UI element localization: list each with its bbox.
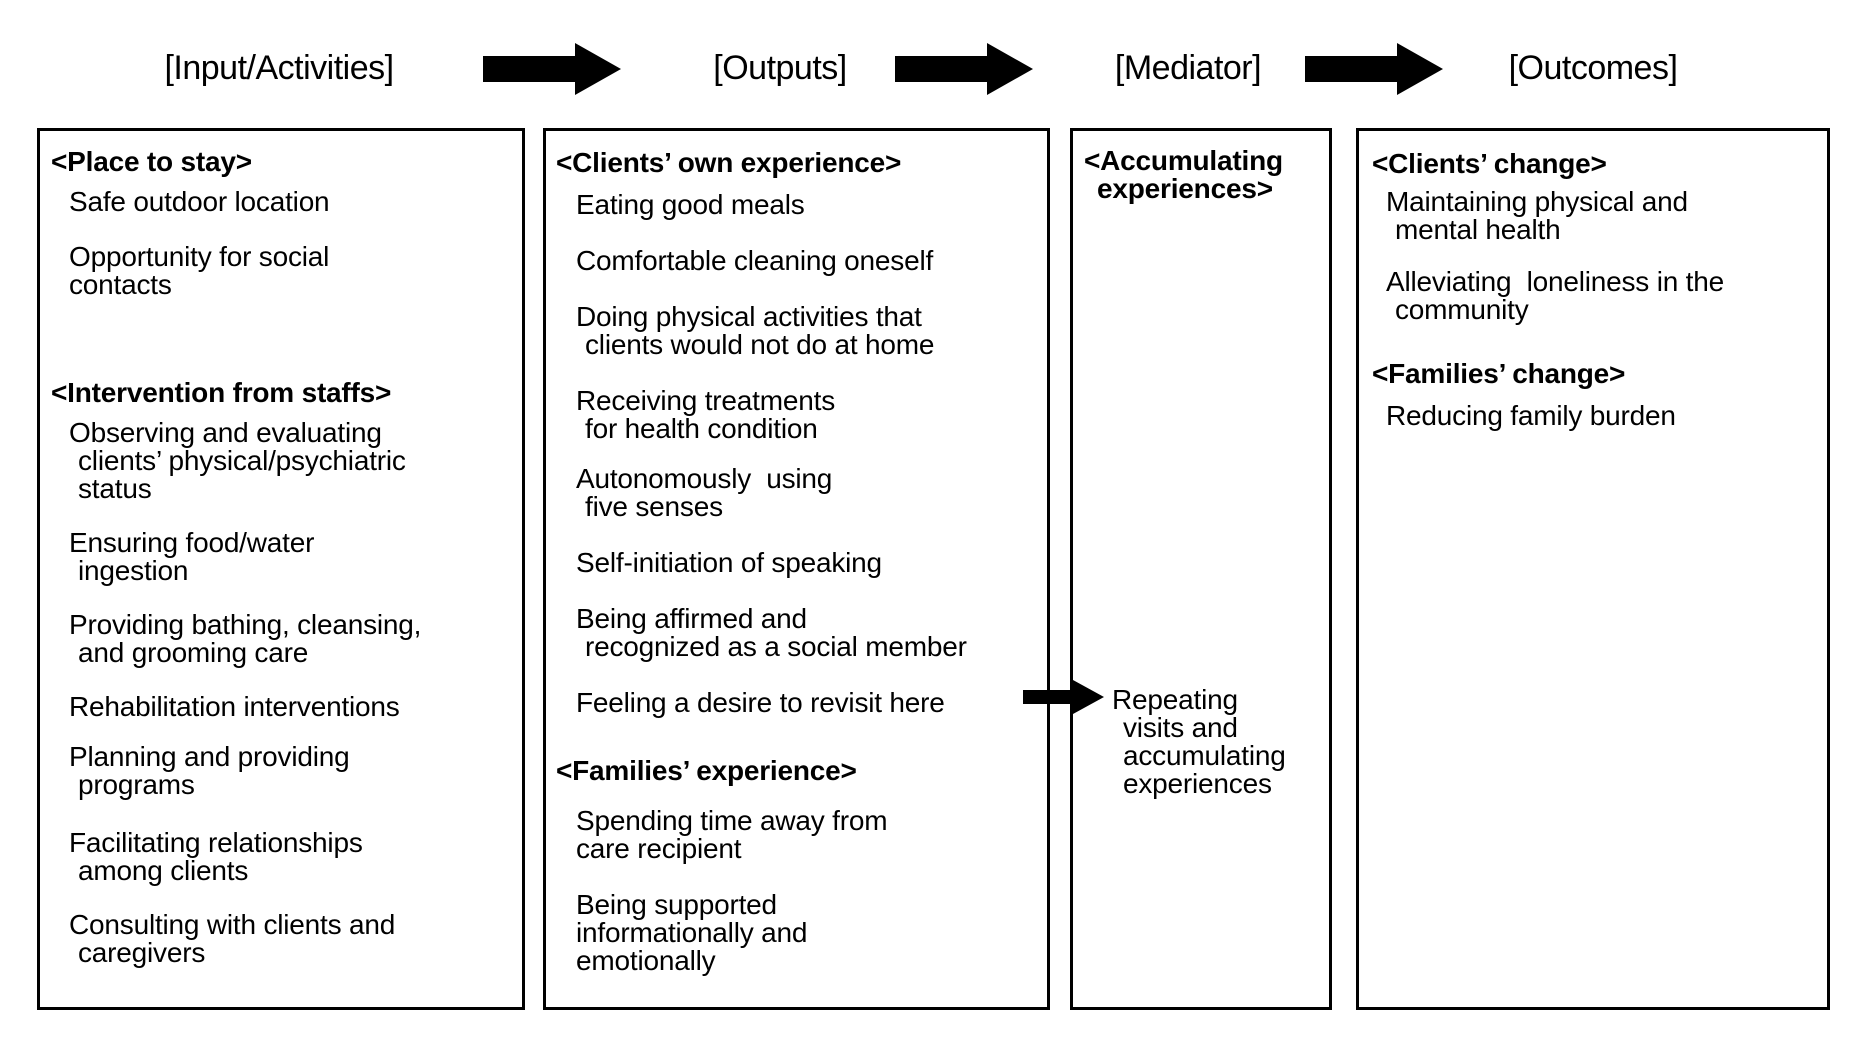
item-line: Spending time away from <box>576 805 888 836</box>
section-title: <Accumulating <box>1084 145 1283 176</box>
item-line: community <box>1395 294 1529 325</box>
section-families-experience: <Families’ experience> Spending time awa… <box>556 757 1041 975</box>
list-item: Comfortable cleaning oneself <box>576 247 1041 275</box>
flow-arrow-icon <box>1305 43 1443 95</box>
item-line: five senses <box>585 491 723 522</box>
item-line: ingestion <box>78 555 189 586</box>
list-item: Maintaining physical and mental health <box>1386 188 1819 244</box>
outcomes-box: <Clients’ change> Maintaining physical a… <box>1356 128 1830 1010</box>
section-title: <Place to stay> <box>51 146 252 177</box>
list-item: Reducing family burden <box>1386 402 1819 430</box>
item-line: Consulting with clients and <box>69 909 396 940</box>
list-item: Consulting with clients and caregivers <box>69 911 514 967</box>
section-title: experiences> <box>1097 173 1273 204</box>
item-line: among clients <box>78 855 249 886</box>
section-title: <Clients’ change> <box>1372 148 1607 179</box>
item-line: Maintaining physical and <box>1386 186 1688 217</box>
item-line: accumulating <box>1123 740 1286 771</box>
column-header-input-activities: [Input/Activities] <box>164 49 394 87</box>
repeating-visits-note: Repeating visits and accumulating experi… <box>1112 686 1286 798</box>
item-line: Self-initiation of speaking <box>576 547 882 578</box>
item-line: Rehabilitation interventions <box>69 691 400 722</box>
list-item: Spending time away from care recipient <box>576 807 1041 863</box>
input-activities-box: <Place to stay> Safe outdoor location Op… <box>37 128 525 1010</box>
section-clients-own-experience: <Clients’ own experience> Eating good me… <box>556 149 1041 717</box>
item-line: programs <box>78 769 195 800</box>
list-item: Providing bathing, cleansing, and groomi… <box>69 611 514 667</box>
section-families-change: <Families’ change> Reducing family burde… <box>1372 360 1819 430</box>
item-line: Being supported <box>576 889 777 920</box>
list-item: Being affirmed and recognized as a socia… <box>576 605 1041 661</box>
list-item: Eating good meals <box>576 191 1041 219</box>
section-title: <Families’ experience> <box>556 755 857 786</box>
item-line: experiences <box>1123 768 1272 799</box>
item-line: clients would not do at home <box>585 329 935 360</box>
item-line: Opportunity for social <box>69 241 330 272</box>
item-line: Providing bathing, cleansing, <box>69 609 422 640</box>
list-item: Safe outdoor location <box>69 188 514 216</box>
item-line: Repeating <box>1112 684 1238 715</box>
item-line: Planning and providing <box>69 741 350 772</box>
section-intervention-from-staffs: <Intervention from staffs> Observing and… <box>51 379 514 967</box>
item-line: and grooming care <box>78 637 309 668</box>
list-item: Autonomously using five senses <box>576 465 1041 521</box>
item-line: Feeling a desire to revisit here <box>576 687 945 718</box>
item-line: Alleviating loneliness in the <box>1386 266 1724 297</box>
flow-arrow-icon <box>483 43 621 95</box>
list-item: Opportunity for social contacts <box>69 243 514 299</box>
item-line: Autonomously using <box>576 463 833 494</box>
item-line: Reducing family burden <box>1386 400 1676 431</box>
revisit-arrow-icon <box>1023 680 1104 714</box>
item-line: visits and <box>1123 712 1238 743</box>
item-line: status <box>78 473 152 504</box>
column-header-mediator: [Mediator] <box>1114 49 1262 87</box>
list-item: Self-initiation of speaking <box>576 549 1041 577</box>
list-item: Planning and providing programs <box>69 743 514 799</box>
outputs-box: <Clients’ own experience> Eating good me… <box>543 128 1050 1010</box>
list-item: Being supported informationally and emot… <box>576 891 1041 975</box>
item-line: for health condition <box>585 413 818 444</box>
list-item: Doing physical activities that clients w… <box>576 303 1041 359</box>
column-header-outcomes: [Outcomes] <box>1508 49 1678 87</box>
item-line: Facilitating relationships <box>69 827 363 858</box>
item-line: caregivers <box>78 937 206 968</box>
item-line: Ensuring food/water <box>69 527 315 558</box>
list-item: Alleviating loneliness in the community <box>1386 268 1819 324</box>
item-line: contacts <box>69 269 172 300</box>
item-line: emotionally <box>576 945 716 976</box>
list-item: Feeling a desire to revisit here <box>576 689 1041 717</box>
list-item: Facilitating relationships among clients <box>69 829 514 885</box>
item-line: care recipient <box>576 833 742 864</box>
section-clients-change: <Clients’ change> Maintaining physical a… <box>1372 150 1819 324</box>
item-line: Eating good meals <box>576 189 805 220</box>
list-item: Observing and evaluating clients’ physic… <box>69 419 514 503</box>
column-header-outputs: [Outputs] <box>713 49 847 87</box>
list-item: Receiving treatments for health conditio… <box>576 387 1041 443</box>
item-line: Safe outdoor location <box>69 186 330 217</box>
section-accumulating-experiences: <Accumulating experiences> <box>1084 147 1323 203</box>
item-line: Receiving treatments <box>576 385 836 416</box>
item-line: mental health <box>1395 214 1561 245</box>
item-line: informationally and <box>576 917 808 948</box>
item-line: clients’ physical/psychiatric <box>78 445 406 476</box>
flow-arrow-icon <box>895 43 1033 95</box>
item-line: Being affirmed and <box>576 603 807 634</box>
section-title: <Clients’ own experience> <box>556 147 902 178</box>
item-line: Observing and evaluating <box>69 417 382 448</box>
list-item: Rehabilitation interventions <box>69 693 514 721</box>
item-line: Comfortable cleaning oneself <box>576 245 934 276</box>
mediator-box: <Accumulating experiences> Repeating vis… <box>1070 128 1332 1010</box>
section-place-to-stay: <Place to stay> Safe outdoor location Op… <box>51 148 514 299</box>
section-title: <Families’ change> <box>1372 358 1626 389</box>
section-title: <Intervention from staffs> <box>51 377 392 408</box>
item-line: Doing physical activities that <box>576 301 922 332</box>
list-item: Ensuring food/water ingestion <box>69 529 514 585</box>
item-line: recognized as a social member <box>585 631 967 662</box>
